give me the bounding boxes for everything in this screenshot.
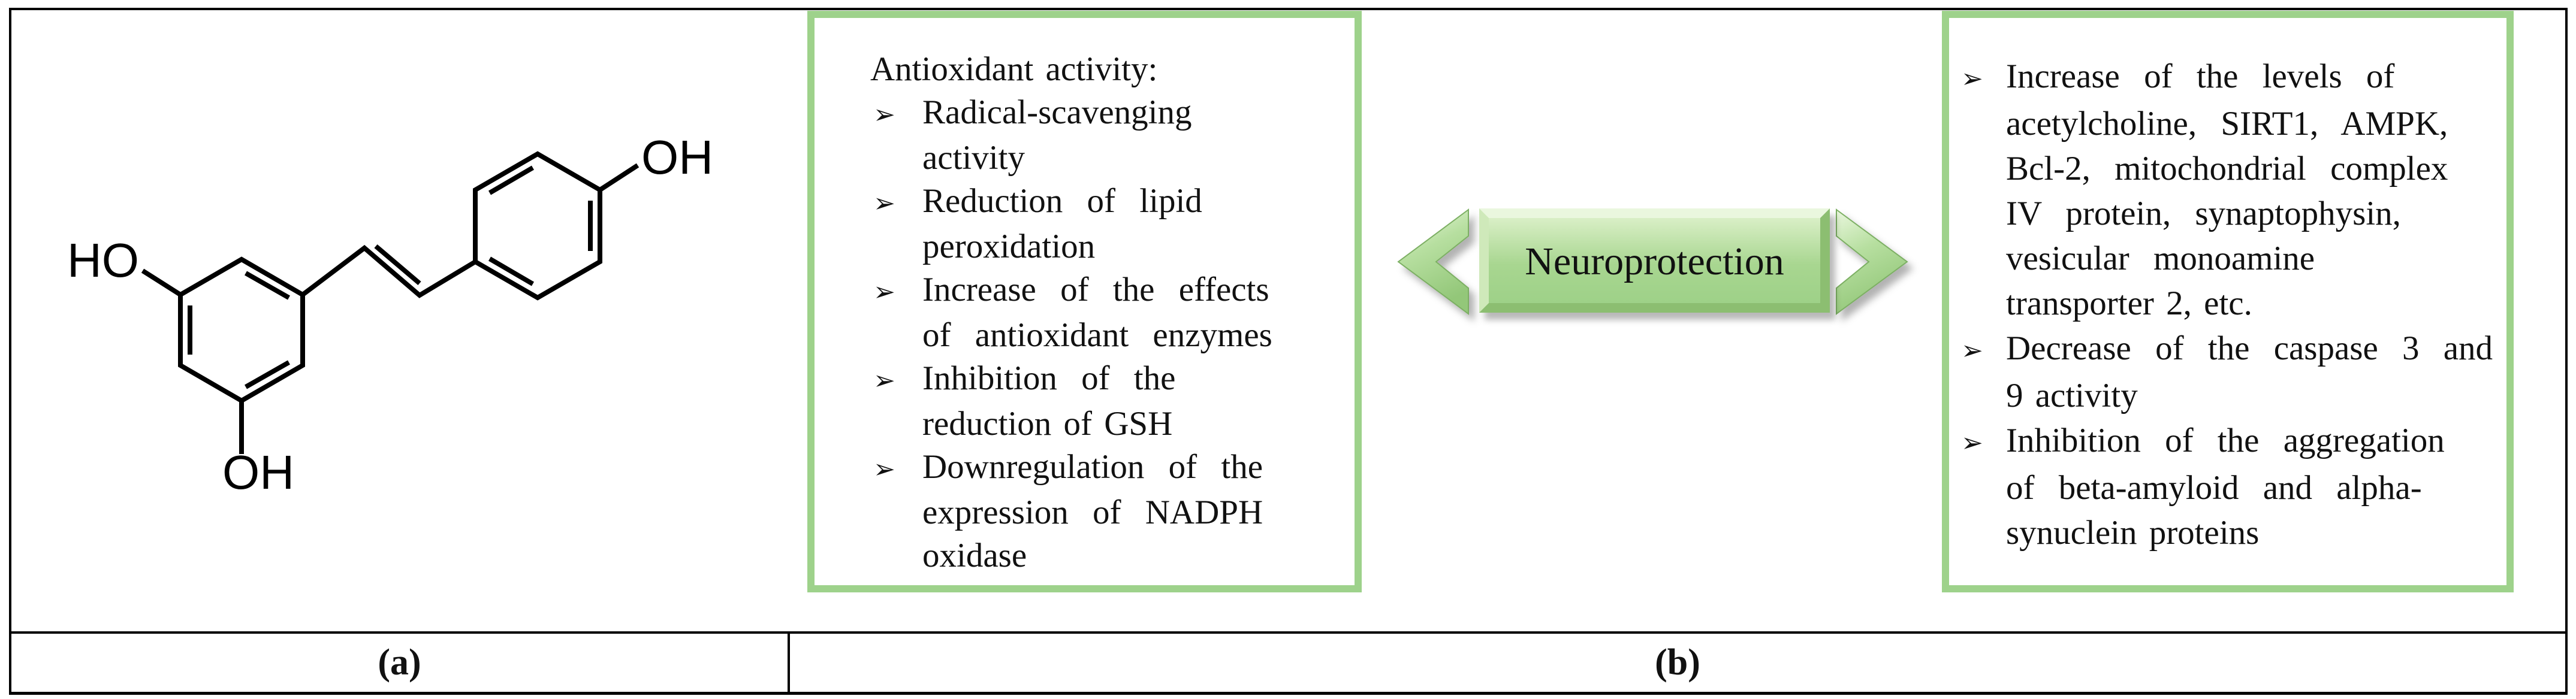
bullet-line: ➢ Increase of the effects <box>815 268 1355 314</box>
bullet-arrow-icon: ➢ <box>873 365 895 396</box>
bullet-text: oxidase <box>922 537 1027 574</box>
bullet-text: Decrease of the caspase 3 and <box>2006 329 2493 367</box>
continuation-line: reduction of GSH <box>815 403 1355 446</box>
bullet-arrow-icon: ➢ <box>873 99 895 130</box>
panel-label-a: (a) <box>378 642 421 683</box>
bullet-text: Downregulation of the <box>922 448 1263 486</box>
continuation-line: oxidase <box>815 534 1355 577</box>
bullet-arrow-icon: ➢ <box>1961 335 1983 366</box>
bullet-arrow-icon: ➢ <box>873 188 895 219</box>
chevron-right-icon <box>1836 208 1908 315</box>
bullet-line: ➢ Decrease of the caspase 3 and <box>1949 326 2506 373</box>
neuroprotection-label: Neuroprotection <box>1525 240 1784 283</box>
bullet-text: 9 activity <box>2006 377 2138 414</box>
benzene-ring-left <box>178 256 305 404</box>
bullet-text: reduction of GSH <box>922 405 1173 443</box>
bullet-line: ➢ Inhibition of the <box>815 357 1355 403</box>
continuation-line: peroxidation <box>815 225 1355 268</box>
atom-label-oh-bottom: OH <box>222 446 294 499</box>
panel-label-a-cell: (a) <box>11 634 790 692</box>
continuation-line: synuclein proteins <box>1949 510 2506 555</box>
bullet-text: IV protein, synaptophysin, <box>2006 195 2401 232</box>
bullet-line: ➢ Increase of the levels of <box>1949 54 2506 101</box>
bullet-text: Inhibition of the aggregation <box>2006 422 2445 459</box>
bullet-text: expression of NADPH <box>922 494 1263 531</box>
figure-frame: HO OH OH Antioxidant activity: ➢ Radical-s… <box>9 8 2568 695</box>
bullet-text: activity <box>922 139 1025 177</box>
neuroprotection-effects-box: ➢ Increase of the levels of acetylcholine,… <box>1942 11 2514 592</box>
continuation-line: IV protein, synaptophysin, <box>1949 191 2506 236</box>
bullet-text: Increase of the levels of <box>2006 58 2395 95</box>
bullet-arrow-icon: ➢ <box>873 454 895 485</box>
neuroprotection-banner: Neuroprotection <box>1479 208 1830 313</box>
panel-label-b: (b) <box>1655 642 1700 683</box>
bullet-text: Radical-scavenging <box>922 93 1192 131</box>
bullet-arrow-icon: ➢ <box>873 277 895 307</box>
bullet-text: transporter 2, etc. <box>2006 285 2252 322</box>
bullet-line: ➢ Inhibition of the aggregation <box>1949 418 2506 465</box>
bullet-line: ➢ Reduction of lipid <box>815 180 1355 225</box>
panel-label-b-cell: (b) <box>790 634 2565 692</box>
continuation-line: 9 activity <box>1949 373 2506 418</box>
decor-layer: HO OH OH <box>67 131 1908 499</box>
box-title: Antioxidant activity: <box>870 50 1158 88</box>
figure-main-area: HO OH OH Antioxidant activity: ➢ Radical-s… <box>11 10 2565 631</box>
continuation-line: expression of NADPH <box>815 491 1355 534</box>
continuation-line: vesicular monoamine <box>1949 236 2506 281</box>
bullet-text: Increase of the effects <box>922 271 1269 308</box>
continuation-line: Bcl-2, mitochondrial complex <box>1949 146 2506 191</box>
continuation-line: acetylcholine, SIRT1, AMPK, <box>1949 101 2506 146</box>
bullet-text: of antioxidant enzymes <box>922 316 1272 354</box>
antioxidant-activity-text: Antioxidant activity: ➢ Radical-scavenging… <box>815 18 1355 577</box>
bullet-text: vesicular monoamine <box>2006 240 2315 277</box>
neuroprotection-effects-text: ➢ Increase of the levels of acetylcholine,… <box>1949 18 2506 555</box>
continuation-line: of antioxidant enzymes <box>815 314 1355 357</box>
bullet-text: synuclein proteins <box>2006 514 2260 552</box>
continuation-line: of beta-amyloid and alpha- <box>1949 465 2506 510</box>
bullet-text: acetylcholine, SIRT1, AMPK, <box>2006 105 2448 143</box>
benzene-ring-right <box>473 151 602 301</box>
bullet-text: peroxidation <box>922 228 1096 265</box>
antioxidant-activity-box: Antioxidant activity: ➢ Radical-scavenging… <box>807 11 1362 592</box>
bullet-arrow-icon: ➢ <box>1961 428 1983 458</box>
bullet-text: of beta-amyloid and alpha- <box>2006 469 2422 507</box>
continuation-line: transporter 2, etc. <box>1949 281 2506 326</box>
bullet-line: ➢ Radical-scavenging <box>815 91 1355 137</box>
bullet-arrow-icon: ➢ <box>1961 63 1983 94</box>
atom-label-oh-top-right: OH <box>641 131 713 184</box>
molecule-structure: HO OH OH <box>67 131 713 499</box>
bullet-text: Reduction of lipid <box>922 182 1202 220</box>
bullet-text: Bcl-2, mitochondrial complex <box>2006 150 2448 187</box>
continuation-line: activity <box>815 137 1355 180</box>
chevron-left-icon <box>1397 208 1469 315</box>
panel-label-row: (a) (b) <box>11 631 2565 692</box>
atom-label-ho-left: HO <box>67 234 139 287</box>
vinyl-bridge <box>301 244 477 298</box>
bullet-line: ➢ Downregulation of the <box>815 446 1355 491</box>
box-title-line: Antioxidant activity: <box>815 48 1355 91</box>
bullet-text: Inhibition of the <box>922 359 1176 397</box>
